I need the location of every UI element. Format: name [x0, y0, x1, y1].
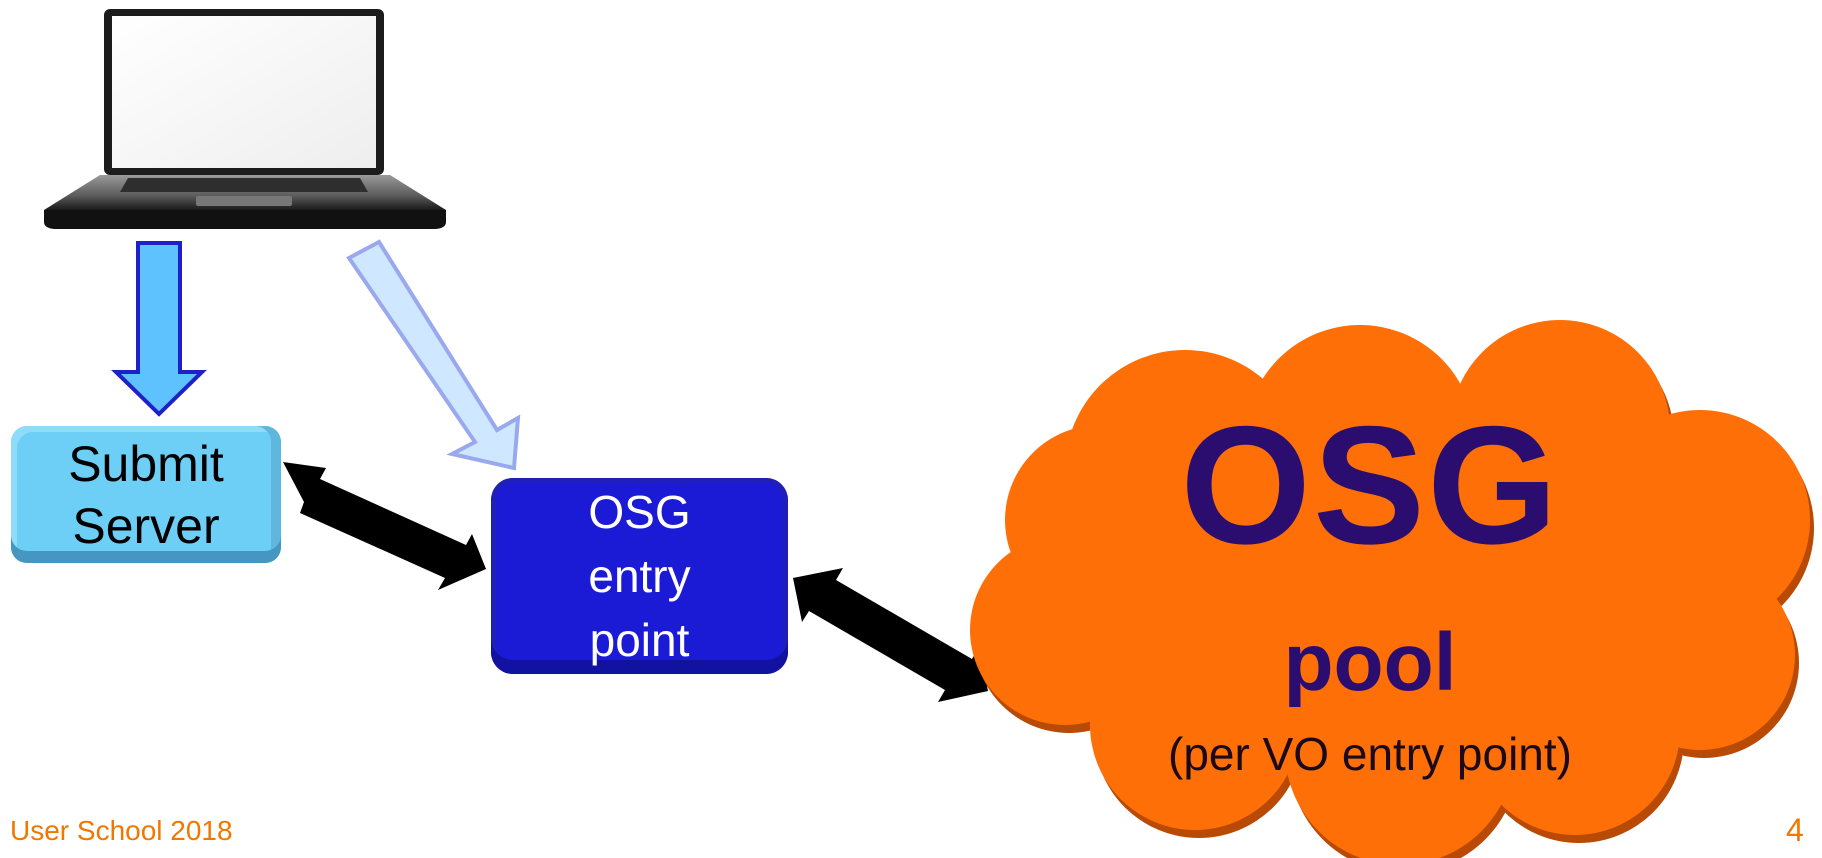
double-arrow — [793, 568, 988, 702]
entry-point-label-line3: point — [589, 614, 690, 666]
footer-left-text: User School 2018 — [10, 815, 233, 846]
pool-title: OSG — [1180, 391, 1560, 579]
pool-caption: (per VO entry point) — [1168, 728, 1572, 780]
laptop-icon — [44, 9, 446, 229]
diagonal-arrow — [346, 239, 521, 471]
cloud-shape — [970, 320, 1814, 858]
entry-point-label-line2: entry — [588, 550, 691, 602]
submit-server-box: Submit Server — [11, 426, 281, 563]
submit-server-label-line2: Server — [72, 497, 220, 554]
page-number: 4 — [1786, 812, 1804, 848]
down-arrow — [111, 241, 207, 417]
submit-server-label-line1: Submit — [68, 435, 224, 492]
pool-subtitle: pool — [1283, 617, 1457, 708]
double-arrow — [283, 462, 486, 590]
osg-entry-point-box: OSG entry point — [491, 478, 788, 674]
entry-point-label-line1: OSG — [588, 486, 691, 538]
